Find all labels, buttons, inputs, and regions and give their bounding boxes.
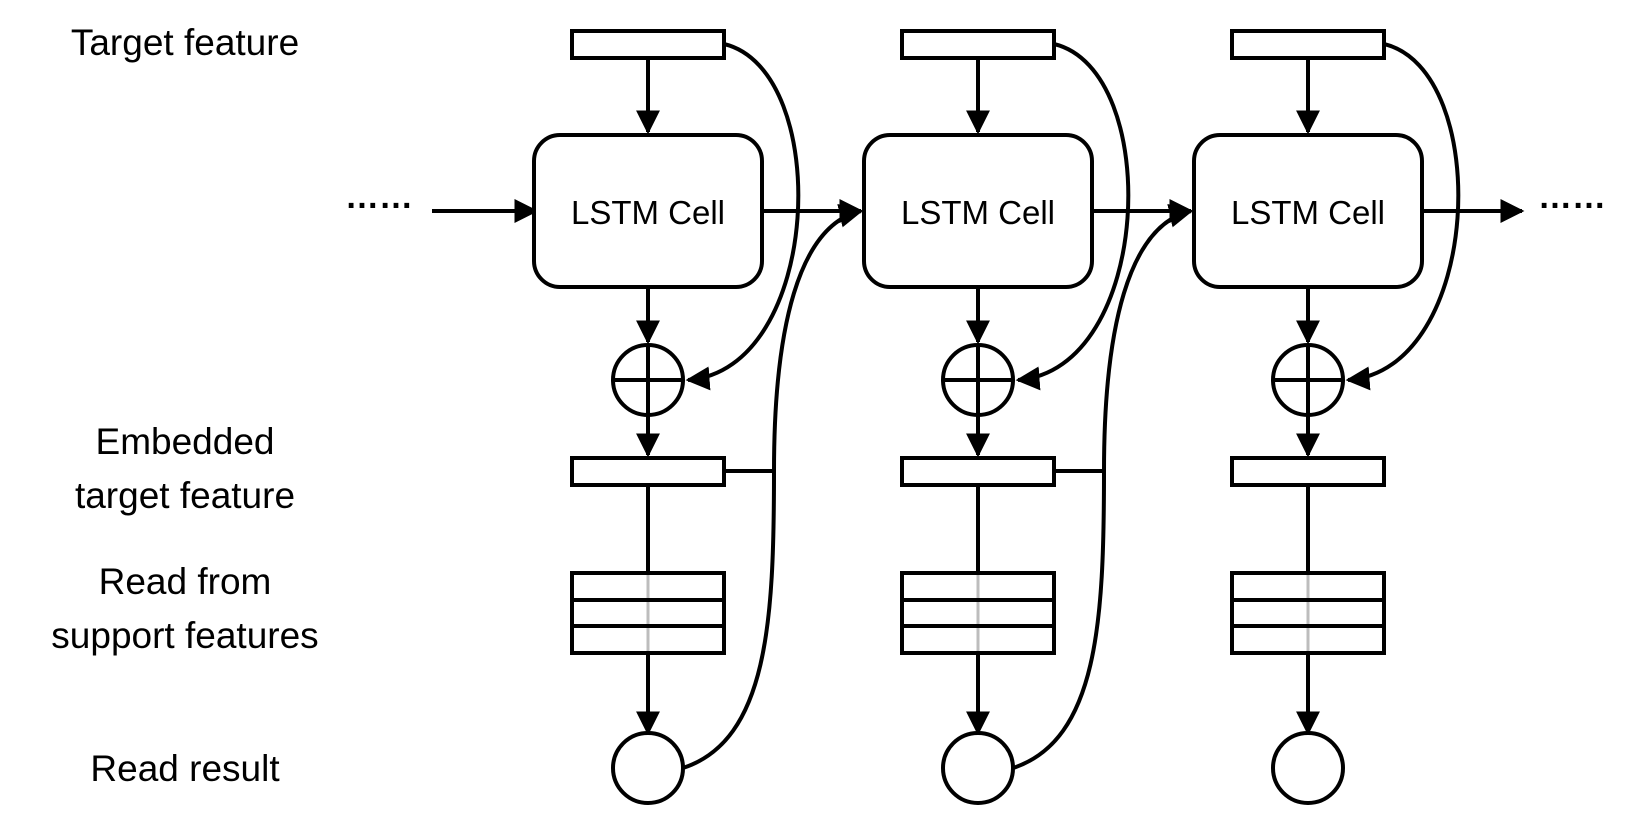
read-feedback-curve: [1012, 204, 1194, 770]
label-target-feature: Target feature: [20, 16, 350, 70]
label-read-from-line1: Read from: [98, 561, 272, 602]
ellipsis-left: ……: [345, 178, 413, 216]
target-feature-bar: [900, 29, 1056, 60]
label-target-feature-text: Target feature: [70, 22, 300, 63]
label-embedded-line2: target feature: [74, 475, 296, 516]
lstm-cell-label: LSTM Cell: [571, 194, 725, 231]
embedded-feature-bar: [900, 456, 1056, 487]
target-feature-bar: [570, 29, 726, 60]
lstm-cell-label: LSTM Cell: [901, 194, 1055, 231]
lstm-step-2: LSTM Cell: [862, 29, 1194, 805]
lstm-steps: LSTM Cell LSTM Cell LSTM Cell: [532, 29, 1461, 805]
lstm-step-1: LSTM Cell: [532, 29, 864, 805]
ellipsis-right: ……: [1538, 178, 1606, 216]
skip-connection-curve: [685, 42, 801, 391]
skip-connection-curve: [1345, 42, 1461, 391]
skip-connection-curve: [1015, 42, 1131, 391]
label-embedded-line1: Embedded: [95, 421, 275, 462]
label-read-result-text: Read result: [90, 748, 280, 789]
read-result-node: [611, 731, 685, 805]
target-feature-bar: [1230, 29, 1386, 60]
lstm-cell-label: LSTM Cell: [1231, 194, 1385, 231]
lstm-step-3: LSTM Cell: [1192, 29, 1461, 805]
read-result-node: [941, 731, 1015, 805]
label-read-from-line2: support features: [51, 615, 319, 656]
label-read-result: Read result: [20, 742, 350, 796]
label-read-from-support: Read from support features: [20, 555, 350, 663]
embedded-feature-bar: [570, 456, 726, 487]
read-feedback-curve: [682, 204, 864, 770]
label-embedded-target-feature: Embedded target feature: [20, 415, 350, 523]
embedded-feature-bar: [1230, 456, 1386, 487]
read-result-node: [1271, 731, 1345, 805]
